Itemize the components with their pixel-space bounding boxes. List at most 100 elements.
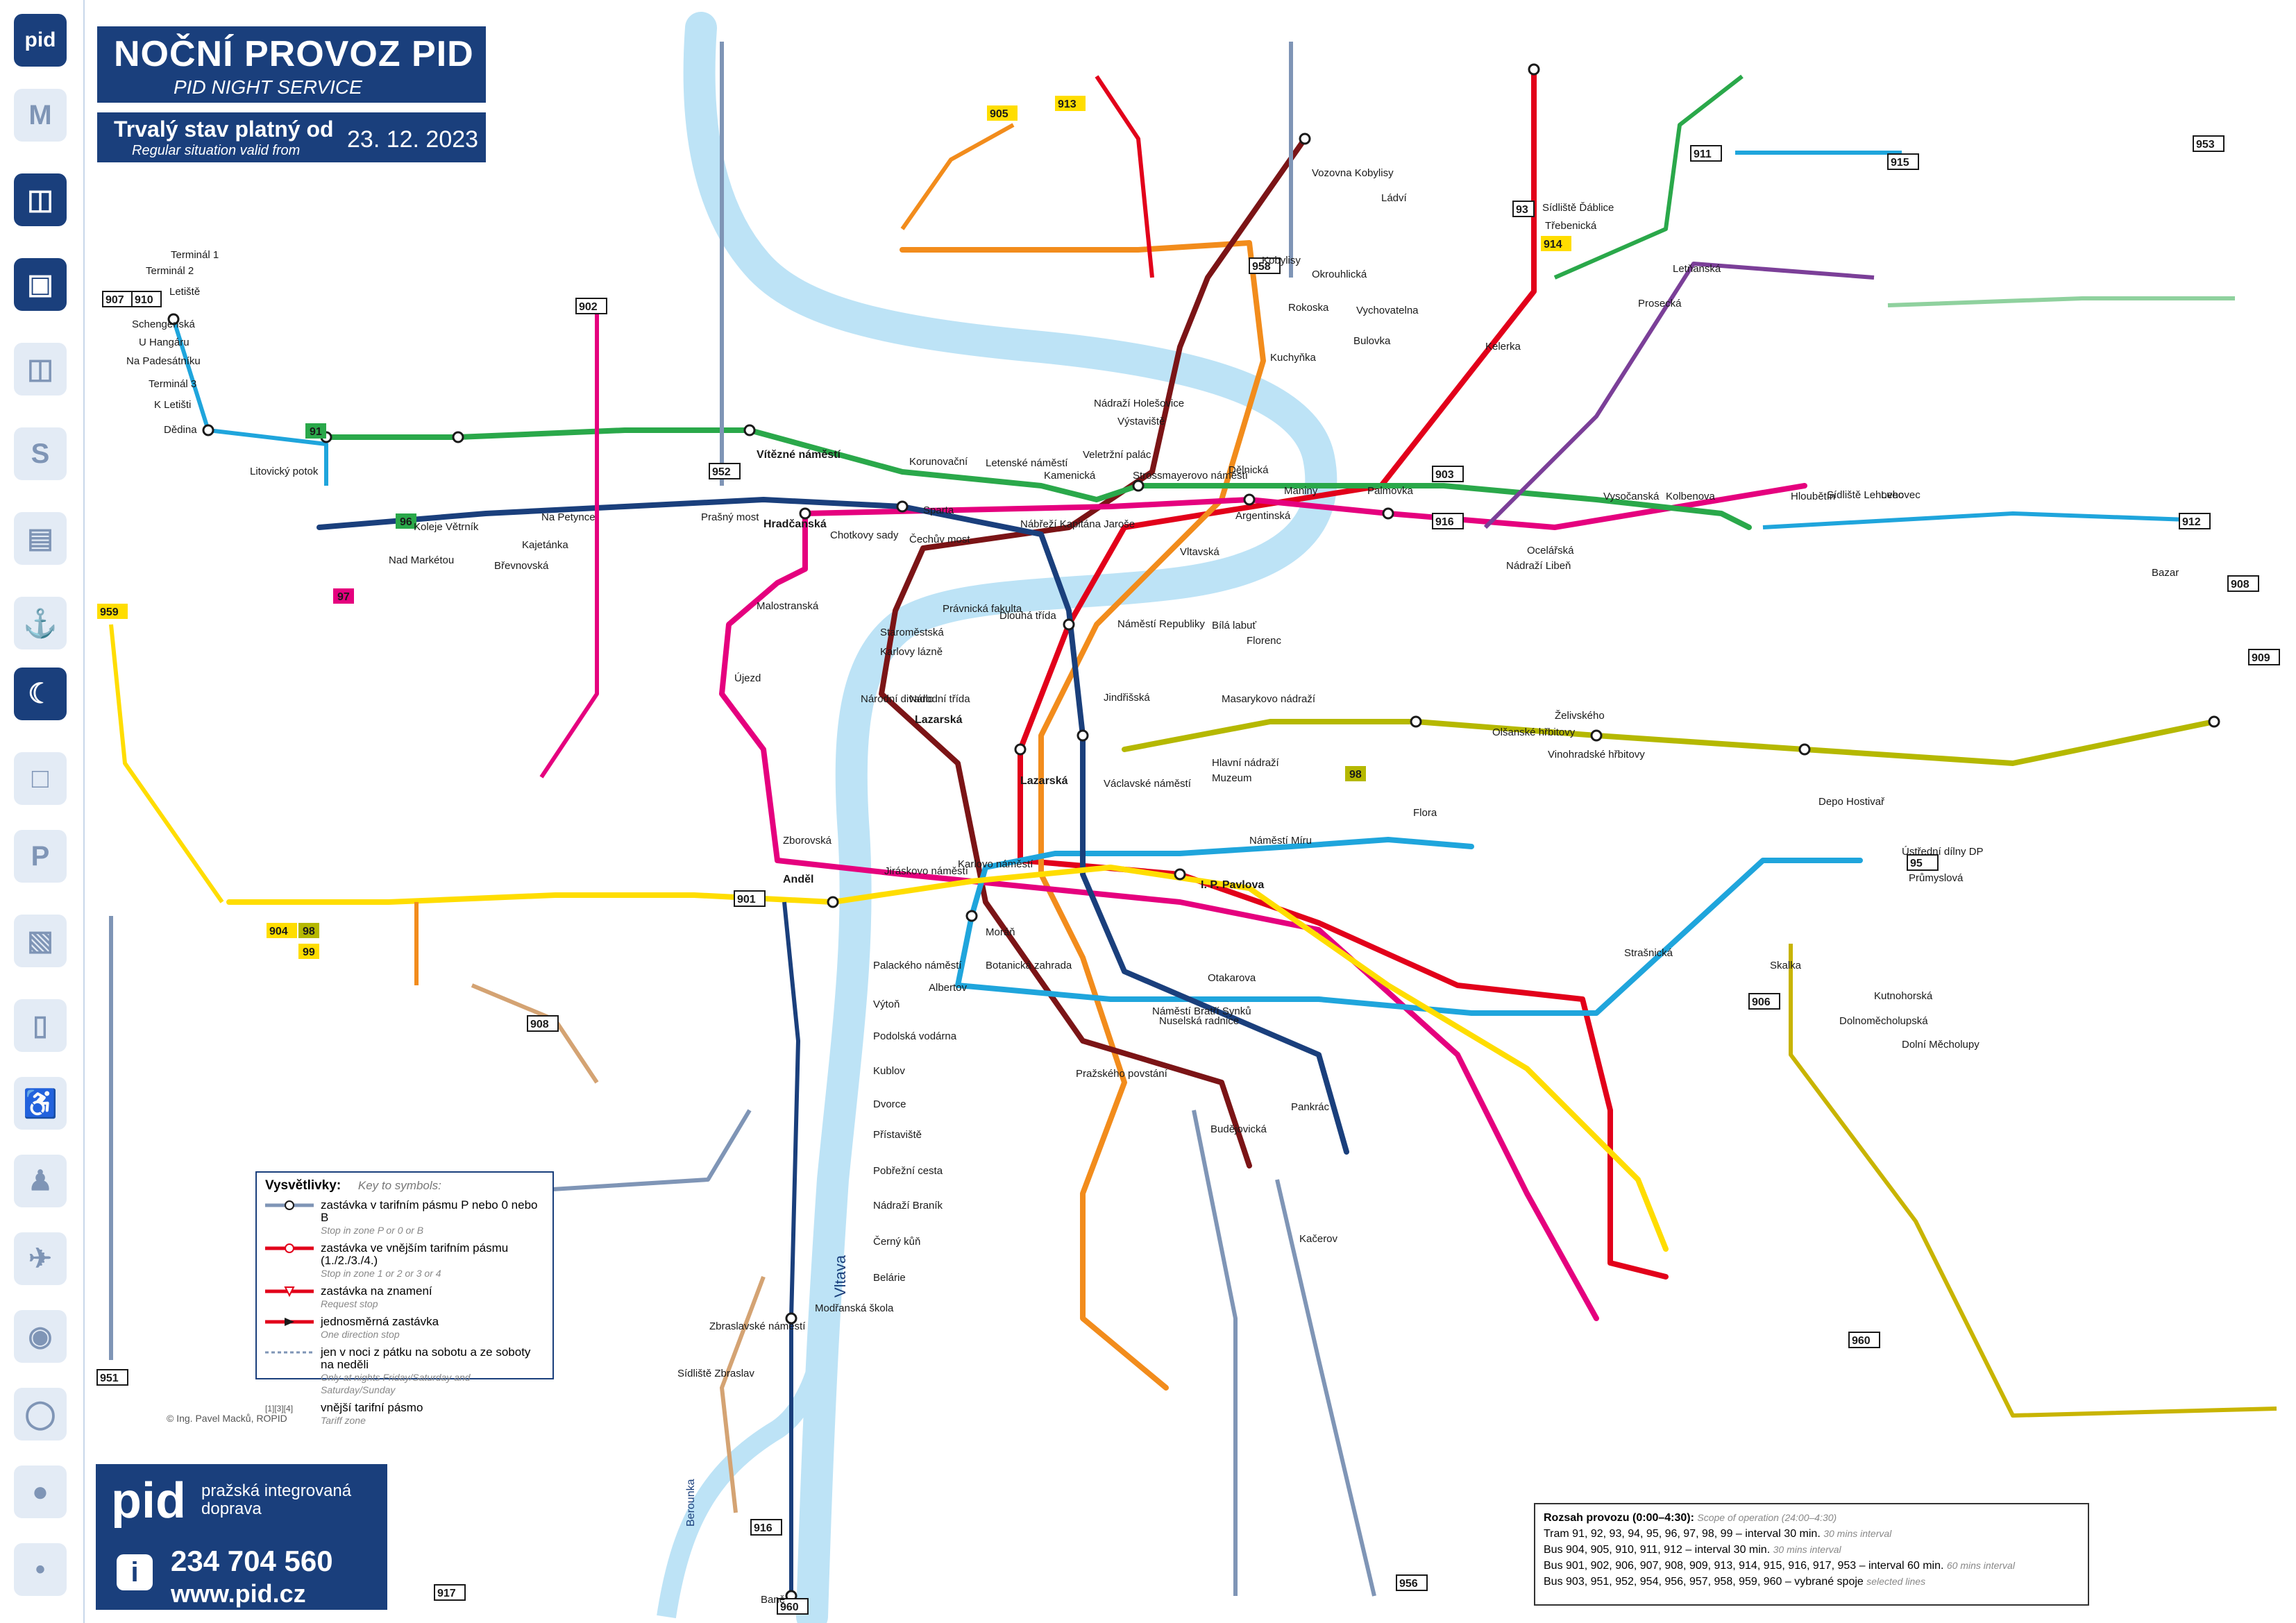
label-cerny-kun[interactable]: Černý kůň [873, 1236, 920, 1248]
bus-line-953[interactable] [1887, 296, 2235, 307]
label-dvorce[interactable]: Dvorce [873, 1098, 906, 1110]
stop-dilnicka[interactable] [1243, 493, 1256, 506]
label-jiraskovo-namesti[interactable]: Jiráskovo náměstí [884, 865, 969, 877]
badge-956[interactable]: 956 [1399, 1578, 1418, 1590]
badge-97[interactable]: 97 [337, 591, 350, 603]
label-trebenicka[interactable]: Třebenická [1545, 220, 1597, 232]
badge-902[interactable]: 902 [579, 301, 598, 313]
barrier-free-icon[interactable]: □ [14, 752, 67, 805]
label-belarie[interactable]: Belárie [873, 1272, 906, 1284]
label-narodni-divadlo[interactable]: Národní divadlo [861, 693, 934, 705]
stop-i-p-pavlova[interactable] [1174, 868, 1186, 881]
label-hlavni-nadrazi[interactable]: Hlavní nádraží [1212, 757, 1280, 769]
label-kublov[interactable]: Kublov [873, 1065, 905, 1077]
label-brevnovska[interactable]: Břevnovská [494, 560, 549, 572]
label-zbraslavske-namesti[interactable]: Zbraslavské náměstí [709, 1320, 806, 1332]
tram-line-97[interactable] [316, 497, 1349, 1155]
label-kajetanka[interactable]: Kajetánka [522, 539, 568, 551]
badge-917[interactable]: 916 [754, 1522, 773, 1534]
label-letnanska[interactable]: Letňanská [1673, 263, 1721, 275]
label-okrouhlicka[interactable]: Okrouhlická [1312, 269, 1367, 280]
label-namesti-republiky[interactable]: Náměstí Republiky [1117, 618, 1205, 630]
label-nuselska-radnice[interactable]: Nuselská radnice [1159, 1015, 1239, 1027]
label-muzeum[interactable]: Muzeum [1212, 772, 1252, 784]
badge-907[interactable]: 907 [105, 294, 124, 306]
stop-vypich[interactable] [452, 431, 464, 443]
label-i-p-pavlova[interactable]: I. P. Pavlova [1201, 879, 1264, 891]
label-nad-marketou[interactable]: Nad Markétou [389, 554, 454, 566]
badge-912[interactable]: 912 [2182, 516, 2201, 528]
label-kamenicka[interactable]: Kamenická [1044, 470, 1096, 482]
label-jindrisska[interactable]: Jindřišská [1104, 692, 1150, 704]
badge-952[interactable]: 951 [100, 1373, 119, 1384]
bus-line-916[interactable] [1483, 262, 1875, 529]
label-terminal-3[interactable]: Terminál 3 [149, 378, 196, 390]
label-letenske-namesti[interactable]: Letenské náměstí [986, 457, 1068, 469]
label-rokoska[interactable]: Rokoska [1288, 302, 1329, 314]
label-masarykovo-nadrazi[interactable]: Masarykovo nádraží [1222, 693, 1316, 705]
label-bulovka[interactable]: Bulovka [1353, 335, 1391, 347]
label-pobrezni-cesta[interactable]: Pobřežní cesta [873, 1165, 943, 1177]
label-karlovy-lazne[interactable]: Karlovy lázně [880, 646, 943, 658]
badge-916[interactable]: 916 [1435, 516, 1454, 528]
badge-911[interactable]: 911 [1694, 148, 1712, 160]
bus-line-917[interactable] [720, 1275, 766, 1513]
stop-lazarska[interactable] [1014, 743, 1027, 756]
bus-line-906[interactable] [1789, 944, 2277, 1418]
stop-karlovo-namesti[interactable] [965, 910, 978, 922]
label-strasnicka[interactable]: Strašnická [1624, 947, 1673, 959]
badge-903[interactable]: 903 [1435, 469, 1454, 481]
stop-dedina[interactable] [202, 424, 214, 436]
stop-zelivskeho[interactable] [1590, 729, 1603, 742]
label-zelivskeho[interactable]: Želivského [1555, 710, 1605, 722]
badge-99[interactable]: 99 [303, 946, 315, 958]
label-skalka[interactable]: Skalka [1770, 960, 1802, 971]
label-u-hangaru[interactable]: U Hangáru [139, 337, 189, 348]
label-andel[interactable]: Anděl [783, 874, 813, 885]
label-litovicky-potok[interactable]: Litovický potok [250, 466, 319, 477]
label-hradcanska[interactable]: Hradčanská [763, 518, 827, 530]
label-nadrazi-holesovice[interactable]: Nádraží Holešovice [1094, 398, 1184, 409]
label-sidliste-lehovec[interactable]: Sídliště Lehovec [1827, 489, 1904, 501]
stop-kobylisy[interactable] [1299, 133, 1311, 145]
badge-915[interactable]: 915 [1891, 157, 1909, 169]
label-sidliste-zbraslav[interactable]: Sídliště Zbraslav [677, 1368, 754, 1379]
label-vinohradske-hrbitovy[interactable]: Vinohradské hřbitovy [1548, 749, 1645, 760]
stop-sidliste-dablice[interactable] [1528, 63, 1540, 76]
label-kuchynka[interactable]: Kuchyňka [1270, 352, 1317, 364]
dog-icon[interactable]: ● [14, 1465, 67, 1518]
stop-strossmayerovo[interactable] [1132, 479, 1145, 492]
trolleybus-icon[interactable]: ◫ [14, 343, 67, 396]
label-nabrezi-kapitana-jarose[interactable]: Nábřeží Kapitána Jaroše [1020, 518, 1135, 530]
badge-95-east[interactable]: 95 [1910, 858, 1923, 869]
label-palmovka[interactable]: Palmovka [1367, 485, 1414, 497]
label-prasny-most[interactable]: Prašný most [701, 511, 759, 523]
label-namesti-miru[interactable]: Náměstí Míru [1249, 835, 1312, 847]
walk-icon[interactable]: • [14, 1543, 67, 1596]
label-vychovatelna[interactable]: Vychovatelna [1356, 305, 1419, 316]
label-dlouha-trida[interactable]: Dlouhá třída [999, 610, 1056, 622]
stop-palmovka[interactable] [1382, 507, 1394, 520]
tram-icon[interactable]: ◫ [14, 173, 67, 226]
stop-flora[interactable] [1410, 715, 1422, 728]
label-terminal-1[interactable]: Terminál 1 [171, 249, 219, 261]
label-zborovska[interactable]: Zborovská [783, 835, 832, 847]
pid-logo-icon[interactable]: pid [14, 14, 67, 67]
badge-959[interactable]: 960 [1852, 1335, 1871, 1347]
stroller-icon[interactable]: ◉ [14, 1310, 67, 1363]
badge-910[interactable]: 910 [135, 294, 153, 306]
mobile-icon[interactable]: ▯ [14, 999, 67, 1052]
label-florenc[interactable]: Florenc [1247, 635, 1282, 647]
badge-913[interactable]: 913 [1058, 99, 1077, 110]
tram-line-99[interactable] [226, 865, 1669, 1252]
label-staromestska[interactable]: Staroměstská [880, 627, 944, 638]
label-prosecka[interactable]: Prosecká [1638, 298, 1682, 309]
label-budejovicka[interactable]: Budějovická [1210, 1123, 1267, 1135]
bus-line-907[interactable] [782, 901, 800, 1596]
stop-sparta[interactable] [896, 500, 909, 513]
label-sparta[interactable]: Sparta [923, 504, 954, 516]
label-bane[interactable]: Baně [761, 1594, 785, 1606]
stop-andel[interactable] [827, 896, 839, 908]
train-icon[interactable]: S [14, 427, 67, 480]
stop-hradcanska[interactable] [799, 507, 811, 520]
